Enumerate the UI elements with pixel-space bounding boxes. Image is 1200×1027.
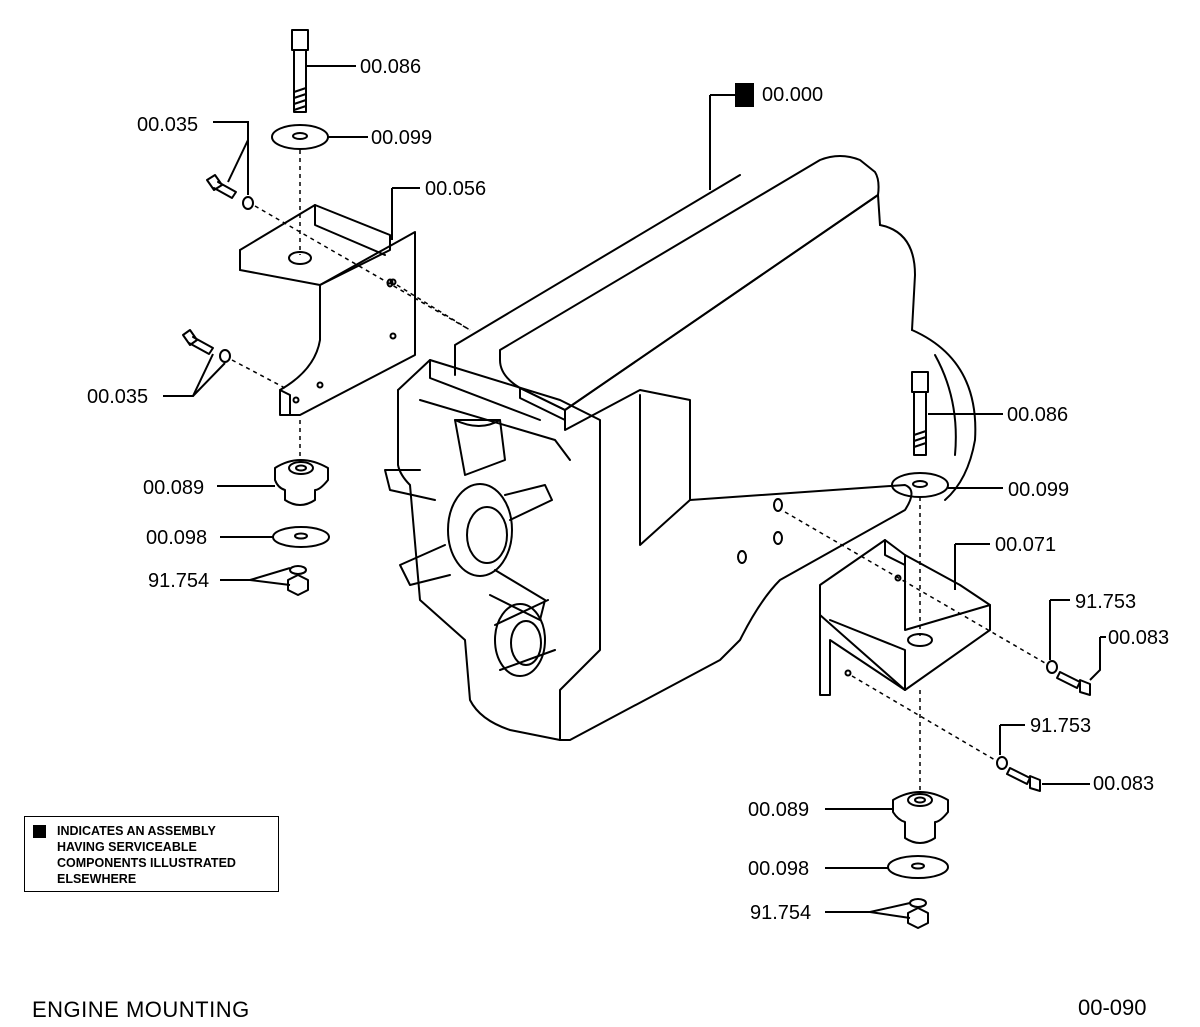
bracket-right [819, 539, 991, 696]
legend: INDICATES AN ASSEMBLY HAVING SERVICEABLE… [24, 816, 279, 892]
callout-screw-lower-right: 00.083 [1093, 773, 1155, 795]
legend-line: HAVING SERVICEABLE [57, 840, 197, 854]
flat-washer-right [887, 855, 949, 879]
mount-left [274, 459, 329, 506]
washer-top-left [271, 124, 329, 150]
legend-line: ELSEWHERE [57, 872, 137, 886]
leader-lines [163, 65, 1106, 919]
legend-marker-icon [33, 825, 46, 838]
callout-flat-washer-left: 00.098 [146, 527, 208, 549]
fan [384, 419, 553, 621]
callout-bolt-top-right: 00.086 [1007, 404, 1069, 426]
callout-bolt-washer-lower-left: 00.035 [87, 386, 149, 408]
bolt-top-left [291, 29, 309, 113]
nut-left [287, 565, 309, 596]
bolt-lower-left [182, 329, 231, 363]
callout-engine-assembly: 00.000 [762, 84, 824, 106]
page-title: ENGINE MOUNTING [32, 997, 250, 1022]
legend-text: INDICATES AN ASSEMBLY HAVING SERVICEABLE… [57, 823, 236, 887]
callout-bolt-top-left: 00.086 [360, 56, 422, 78]
callout-lockwasher-lower-right: 91.753 [1030, 715, 1092, 737]
callout-lockwasher-upper-right: 91.753 [1075, 591, 1137, 613]
hardware-right-upper [1046, 660, 1091, 696]
assembly-lines [231, 150, 1046, 790]
callout-mount-right: 00.089 [748, 799, 810, 821]
callout-screw-upper-right: 00.083 [1108, 627, 1170, 649]
flat-washer-left [272, 526, 330, 548]
legend-line: INDICATES AN ASSEMBLY [57, 824, 216, 838]
assembly-indicator-marker [735, 83, 754, 107]
bracket-left [239, 204, 416, 416]
hardware-right-lower [996, 756, 1041, 792]
callout-bracket-right: 00.071 [995, 534, 1057, 556]
callout-washer-top-left: 00.099 [371, 127, 433, 149]
page-code: 00-090 [1078, 995, 1147, 1020]
nut-right [907, 898, 929, 929]
callout-nut-left: 91.754 [148, 570, 210, 592]
callout-bolt-washer-upper-left: 00.035 [137, 114, 199, 136]
callout-nut-right: 91.754 [750, 902, 812, 924]
mount-right [892, 791, 949, 844]
callout-bracket-left: 00.056 [425, 178, 487, 200]
bolt-top-right [911, 371, 929, 456]
bolt-upper-left [206, 174, 254, 210]
crank-pulley [494, 599, 556, 677]
engine-block [384, 155, 977, 741]
callout-flat-washer-right: 00.098 [748, 858, 810, 880]
callout-mount-left: 00.089 [143, 477, 205, 499]
callout-washer-top-right: 00.099 [1008, 479, 1070, 501]
legend-line: COMPONENTS ILLUSTRATED [57, 856, 236, 870]
